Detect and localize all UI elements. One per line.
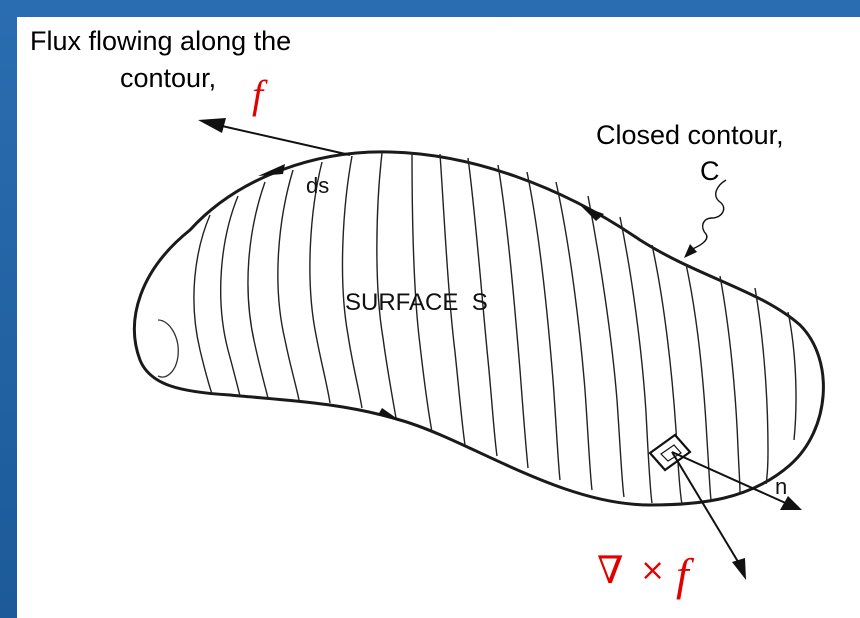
contour-arrow-bottom [378, 408, 402, 422]
contour-arrow-top-left [258, 164, 285, 176]
flux-arrow [198, 118, 351, 156]
flux-label-line1: Flux flowing along the [30, 26, 291, 56]
flux-symbol: f [252, 72, 268, 117]
curl-f: f [676, 549, 695, 600]
surface-label: SURFACE S [345, 289, 488, 316]
flux-label-line2: contour, [120, 63, 216, 93]
slide-canvas [17, 17, 860, 618]
contour-pointer [689, 179, 727, 251]
curl-arrow [671, 451, 746, 580]
inner-lobe [157, 319, 179, 378]
contour-arrow-top-right [580, 205, 604, 221]
ds-label: ds [306, 173, 329, 198]
curl-times: × [640, 553, 665, 588]
normal-label: n [775, 474, 787, 499]
normal-arrow [671, 451, 802, 510]
closed-contour [132, 150, 825, 507]
surface-element [648, 433, 692, 472]
closed-contour-label-line2: C [700, 156, 720, 186]
curl-nabla: ∇ [597, 548, 624, 592]
surface-hatching [193, 151, 797, 505]
closed-contour-label-line1: Closed contour, [596, 120, 784, 150]
contour-pointer-head [684, 244, 697, 258]
